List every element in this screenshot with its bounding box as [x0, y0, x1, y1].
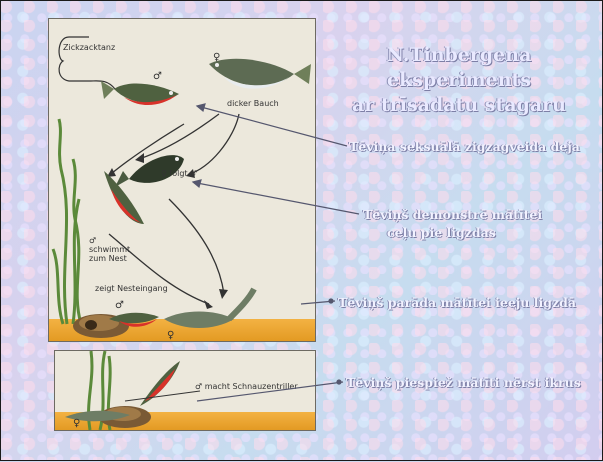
pointer-line-zigzag	[201, 107, 347, 146]
pointer-line-spawning	[197, 382, 343, 401]
pointer-line-path	[197, 183, 359, 214]
